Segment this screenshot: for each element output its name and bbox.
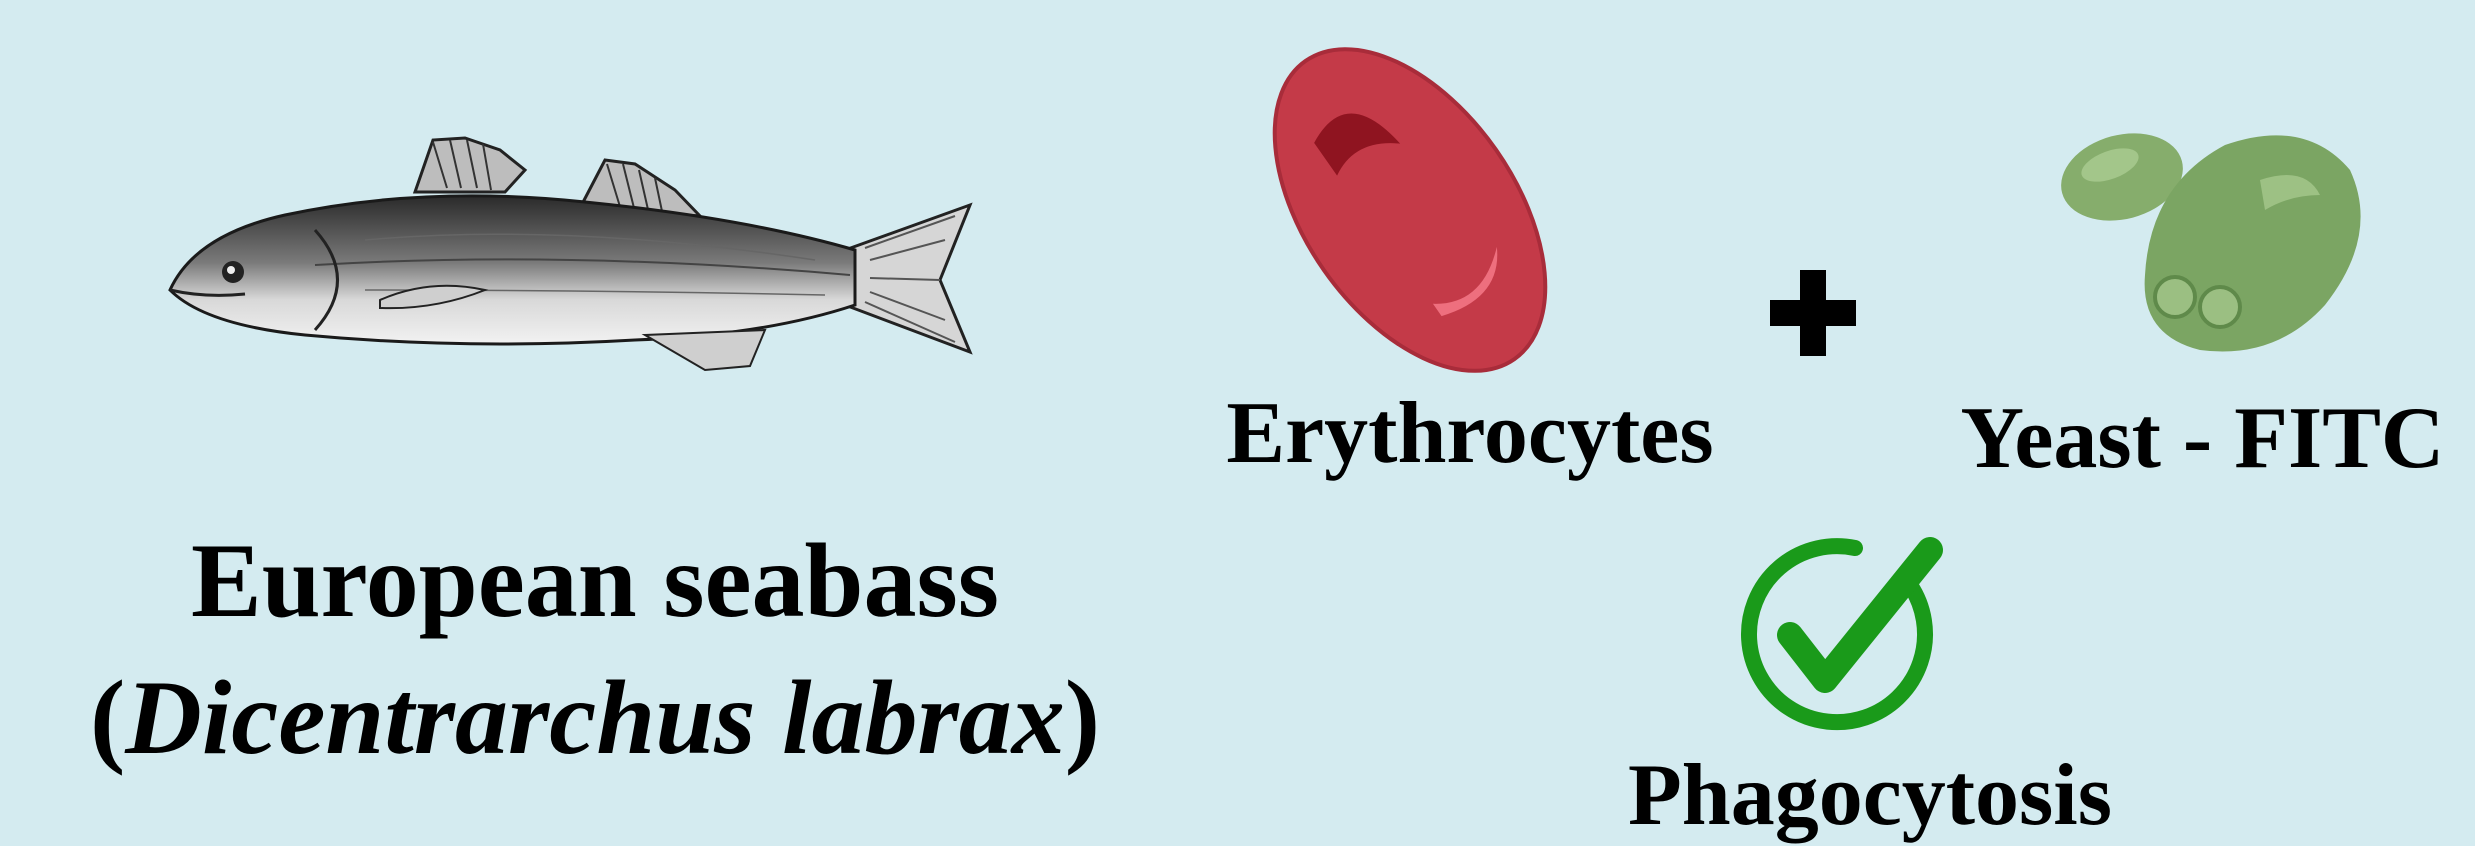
scientific-close-paren: ) — [1065, 659, 1100, 776]
red-blood-cell-icon — [1225, 30, 1595, 390]
plus-icon — [1770, 270, 1856, 356]
erythrocytes-label: Erythrocytes — [1190, 390, 1750, 478]
checkmark-circle-icon — [1735, 530, 1945, 740]
phagocytosis-label: Phagocytosis — [1480, 752, 2260, 840]
organism-scientific-name: (Dicentrarchus labrax) — [0, 665, 1190, 771]
scientific-open-paren: ( — [90, 659, 125, 776]
scientific-name-text: Dicentrarchus labrax — [125, 659, 1064, 776]
organism-common-name: European seabass — [0, 528, 1190, 634]
yeast-cell-icon — [2050, 125, 2370, 365]
yeast-fitc-label: Yeast - FITC — [1930, 395, 2475, 483]
fish-icon — [165, 130, 985, 390]
